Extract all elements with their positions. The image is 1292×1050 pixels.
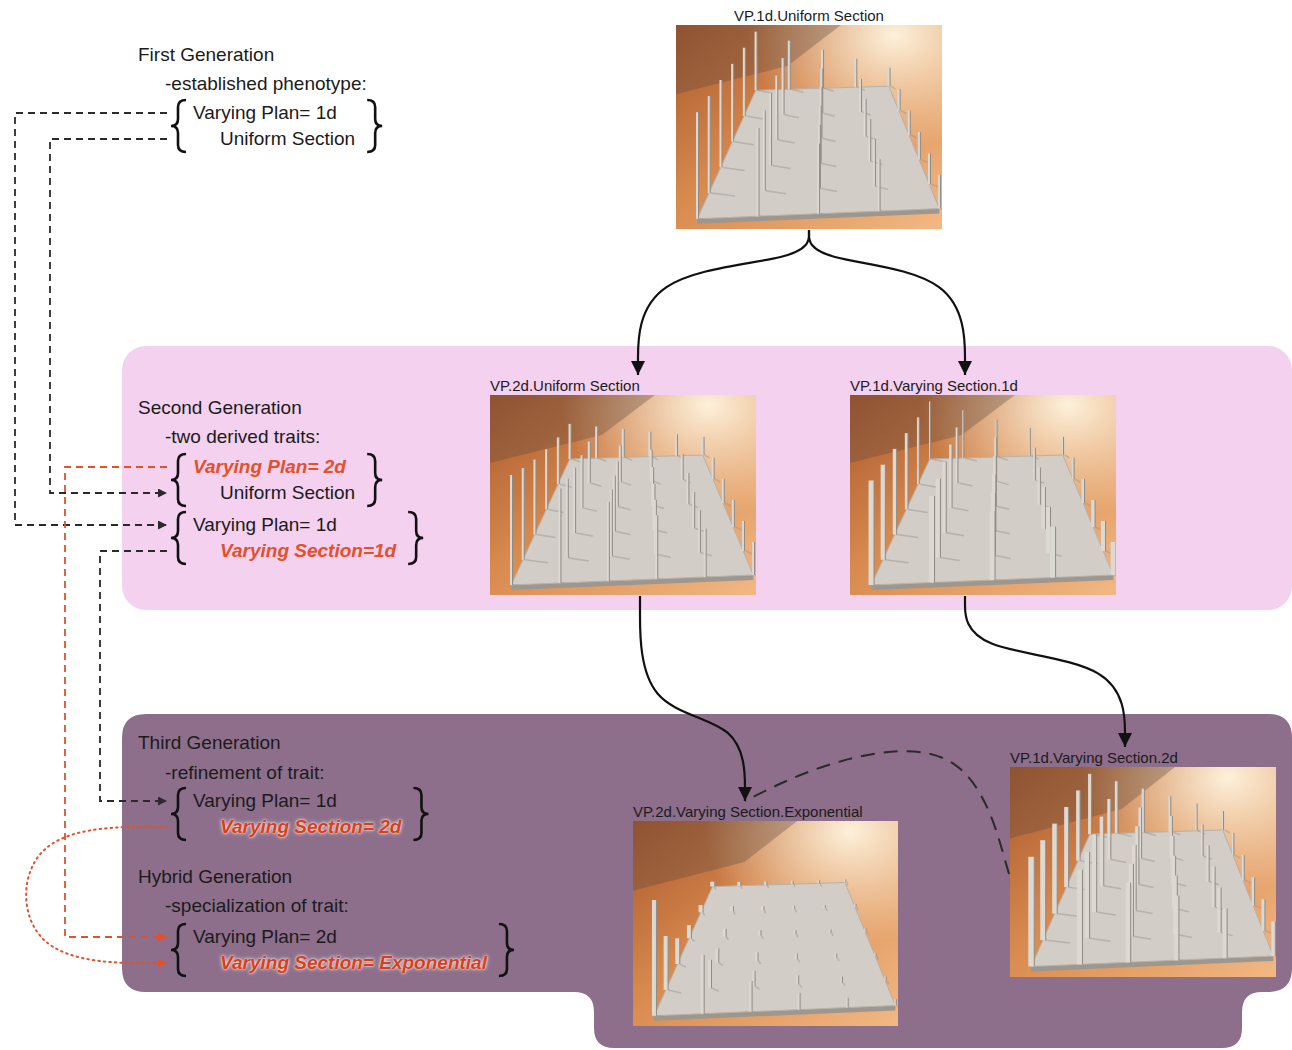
trait-text: Varying Section=1d — [168, 538, 396, 564]
generation-heading: -two derived traits: — [165, 426, 320, 448]
model-photo: VP.2d.Uniform Section — [490, 376, 756, 595]
photo-title: VP.2d.Varying Section.Exponential — [633, 802, 898, 821]
trait-text: Uniform Section — [168, 480, 355, 506]
trait-bracket-group: Varying Plan= 1dVarying Section= 2d — [168, 786, 431, 842]
photo-title: VP.1d.Uniform Section — [676, 6, 942, 25]
generation-heading: Hybrid Generation — [138, 866, 292, 888]
generation-heading: First Generation — [138, 44, 274, 66]
photo-title: VP.1d.Varying Section.1d — [850, 376, 1116, 395]
trait-bracket-group: Varying Plan= 1dUniform Section — [168, 98, 385, 154]
model-illustration — [490, 395, 756, 595]
model-photo: VP.1d.Uniform Section — [676, 6, 942, 229]
trait-text: Varying Plan= 2d — [168, 924, 487, 950]
trait-text: Varying Section= 2d — [168, 814, 401, 840]
generation-band: Varying Plan= 1dVarying Section= 2dVaryi… — [122, 714, 1292, 1050]
trait-bracket-group: Varying Plan= 1dVarying Section=1d — [168, 510, 426, 566]
photo-title: VP.2d.Uniform Section — [490, 376, 756, 395]
generation-heading: -specialization of trait: — [165, 895, 349, 917]
model-illustration — [850, 395, 1116, 595]
photo-title: VP.1d.Varying Section.2d — [1010, 748, 1276, 767]
trait-bracket-group: Varying Plan= 2dVarying Section= Exponen… — [168, 922, 517, 978]
generation-heading: Second Generation — [138, 397, 302, 419]
model-illustration — [676, 25, 942, 229]
trait-bracket-group: Varying Plan= 2dUniform Section — [168, 452, 385, 508]
generation-heading: Third Generation — [138, 732, 281, 754]
trait-text: Uniform Section — [168, 126, 355, 152]
model-illustration — [633, 821, 898, 1026]
model-illustration — [1010, 767, 1276, 977]
generation-heading: -established phenotype: — [165, 73, 367, 95]
generation-band: Varying Plan= 2dUniform SectionVarying P… — [122, 346, 1292, 610]
generation-heading: -refinement of trait: — [165, 762, 324, 784]
trait-text: Varying Section= Exponential — [168, 950, 487, 976]
model-photo: VP.2d.Varying Section.Exponential — [633, 802, 898, 1026]
model-photo: VP.1d.Varying Section.2d — [1010, 748, 1276, 977]
model-photo: VP.1d.Varying Section.1d — [850, 376, 1116, 595]
trait-text: Varying Plan= 1d — [168, 100, 355, 126]
trait-text: Varying Plan= 1d — [168, 512, 396, 538]
trait-text: Varying Plan= 1d — [168, 788, 401, 814]
trait-text: Varying Plan= 2d — [168, 454, 355, 480]
